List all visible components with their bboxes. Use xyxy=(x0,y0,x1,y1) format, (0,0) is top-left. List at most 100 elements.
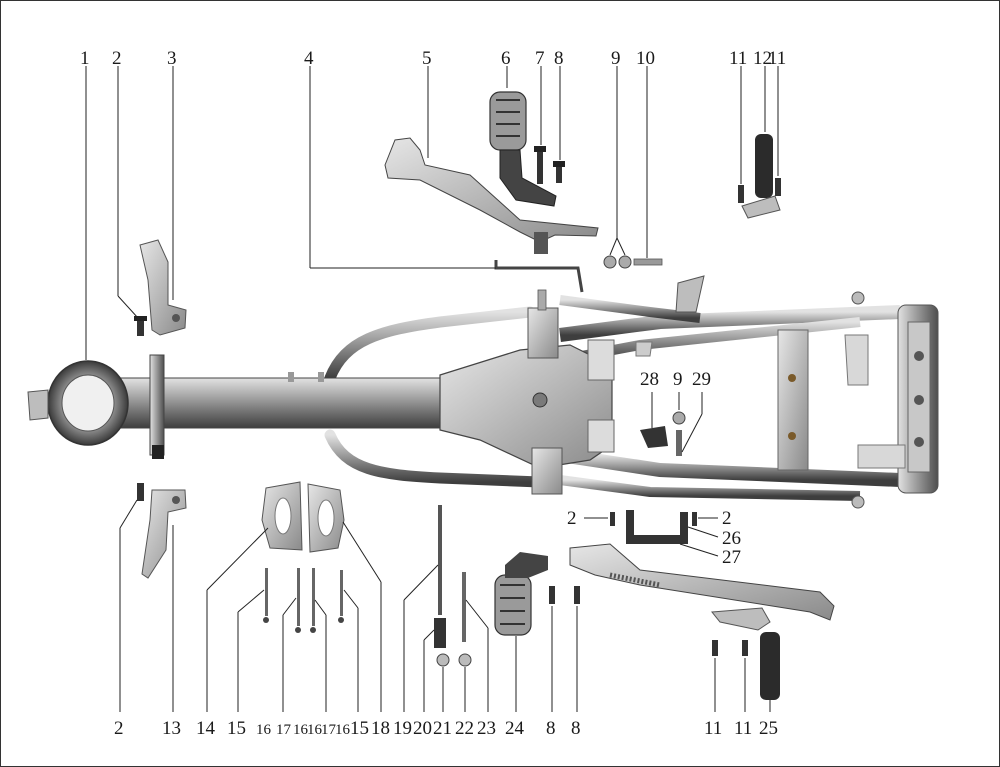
label-1: 1 xyxy=(80,48,90,69)
top-post xyxy=(537,289,547,311)
part-11-bolt-d xyxy=(742,640,748,656)
part-5-brake-pedal xyxy=(384,137,599,243)
part-25-peg xyxy=(760,632,780,700)
part-9-washer-b xyxy=(618,255,632,269)
part-22-washer xyxy=(458,653,472,667)
kickstand xyxy=(569,543,835,621)
lead-23-b xyxy=(465,599,489,629)
label-15-a: 15 xyxy=(227,718,246,739)
part-4-rod xyxy=(494,260,584,293)
label-25: 25 xyxy=(759,718,778,739)
label-14: 14 xyxy=(196,718,216,739)
lead-17-b xyxy=(282,597,297,616)
label-18: 18 xyxy=(371,718,390,739)
label-9-mid: 9 xyxy=(673,369,683,390)
label-5: 5 xyxy=(422,48,432,69)
upper-mount xyxy=(851,291,865,305)
part-29-bolt xyxy=(676,430,682,456)
lead-20-b xyxy=(423,629,435,641)
label-24: 24 xyxy=(505,718,525,739)
lower-mount xyxy=(851,495,865,509)
part-6-teeth xyxy=(496,99,520,137)
part-8-bolt-a xyxy=(549,586,555,604)
steering-gusset xyxy=(27,389,49,421)
lower-left-rail xyxy=(324,429,546,488)
label-11-top-b: 11 xyxy=(768,48,786,69)
part-9-washer-a xyxy=(603,255,617,269)
leader-lines xyxy=(85,66,779,712)
washer-16-d xyxy=(338,617,344,623)
lower-tab xyxy=(857,444,906,469)
label-2-side-b: 2 xyxy=(722,508,732,529)
label-26: 26 xyxy=(722,528,741,549)
part-10-bolt xyxy=(633,258,663,266)
small-bracket xyxy=(635,341,653,357)
part-19-bolt xyxy=(438,505,442,615)
label-8-bottom-b: 8 xyxy=(571,718,581,739)
part-11-bolt-b xyxy=(775,178,781,196)
label-2-top: 2 xyxy=(112,48,122,69)
label-12: 12 xyxy=(753,48,772,69)
part-23-bolt xyxy=(462,572,466,642)
neck-bottom xyxy=(152,445,164,459)
label-11-bottom-a: 11 xyxy=(704,718,722,739)
part-2-bolt-lower xyxy=(137,483,144,501)
upper-tab xyxy=(844,334,869,386)
part-2-bolt-top xyxy=(137,318,144,336)
lead-2-top-b xyxy=(117,295,139,319)
top-main-rail xyxy=(559,305,901,342)
rear-hole-2 xyxy=(914,395,924,405)
part-18-cutout xyxy=(317,499,335,537)
washer-16-c xyxy=(310,627,316,633)
label-20: 20 xyxy=(413,718,432,739)
part-13-bracket xyxy=(141,489,187,579)
bolt-15-a xyxy=(265,568,268,616)
part-3-hole xyxy=(172,314,180,322)
lead-18-b xyxy=(342,521,382,583)
part-21-washer xyxy=(436,653,450,667)
upper-gusset xyxy=(527,307,559,359)
part-5-pivot xyxy=(534,232,548,254)
steering-bore xyxy=(61,374,115,432)
part-2-bolt-d xyxy=(692,512,697,526)
label-6: 6 xyxy=(501,48,511,69)
tab-b xyxy=(318,372,324,382)
right-gusset-bottom xyxy=(587,419,615,453)
lead-17c-b xyxy=(314,599,327,616)
label-17-b: 17 xyxy=(321,722,337,738)
part-20-spacer xyxy=(434,618,446,648)
tab-a xyxy=(288,372,294,382)
label-16-c: 16 xyxy=(307,722,323,738)
upper-left-rail xyxy=(324,306,536,384)
swingarm-pivot xyxy=(532,392,548,408)
part-24-mount xyxy=(505,552,548,578)
label-10: 10 xyxy=(636,48,655,69)
label-15-b: 15 xyxy=(350,718,369,739)
part-2-bolt-top-head xyxy=(134,316,147,321)
lead-26 xyxy=(687,526,719,538)
label-8-top: 8 xyxy=(554,48,564,69)
label-27: 27 xyxy=(722,547,741,568)
part-9-washer-mid xyxy=(672,411,686,425)
right-gusset-top xyxy=(587,339,615,381)
part-8-bolt-b xyxy=(574,586,580,604)
part-26-27-bracket xyxy=(626,510,688,544)
rear-hole-3 xyxy=(914,437,924,447)
cross-bolt-2 xyxy=(788,432,796,440)
lower-inner-rail xyxy=(559,475,861,501)
part-8-head-top xyxy=(553,161,565,167)
part-12-mount xyxy=(741,195,781,219)
label-11-bottom-b: 11 xyxy=(734,718,752,739)
label-7: 7 xyxy=(535,48,545,69)
lead-15-b xyxy=(237,589,265,613)
hardware-bolts xyxy=(263,568,344,633)
top-labels: 1 2 3 4 5 6 7 8 9 10 11 12 11 xyxy=(80,48,786,69)
part-12-peg xyxy=(755,134,773,198)
label-4: 4 xyxy=(304,48,314,69)
label-22: 22 xyxy=(455,718,474,739)
lead-9-b xyxy=(609,237,618,256)
part-3-bracket xyxy=(139,239,187,336)
washer-16-b xyxy=(295,627,301,633)
bolt-17-a xyxy=(297,568,300,626)
bolt-17-b xyxy=(312,568,315,626)
